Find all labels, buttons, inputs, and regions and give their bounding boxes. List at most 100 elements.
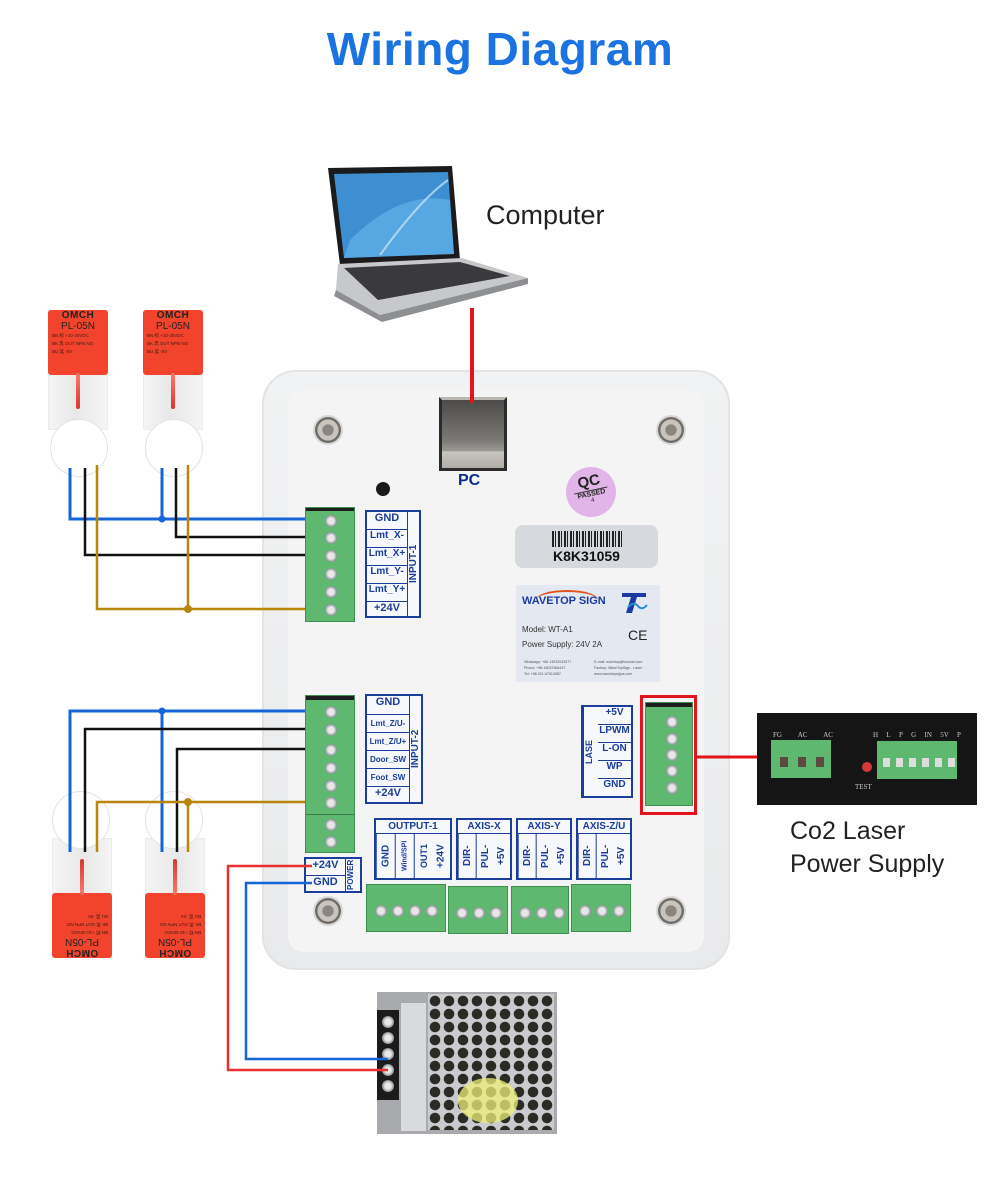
pin-label: Door_SW [367, 751, 410, 769]
pin-label: WP [598, 761, 631, 779]
pin-label: DIR- [518, 834, 536, 878]
terminal-screw [666, 749, 678, 761]
test-label: TEST [855, 783, 872, 791]
screw-icon [315, 417, 341, 443]
terminal-screw [325, 836, 337, 848]
sensor-head: OMCH PL-05N BN 棕 +10-30VDC BK 黑 OUT NPN … [143, 310, 203, 375]
power-pin-labels: +24V GND POWER [304, 857, 362, 893]
terminal-screw [382, 1048, 394, 1060]
terminal-screw [325, 532, 337, 544]
pin-label: PUL- [595, 834, 614, 878]
ce-mark: CE [628, 627, 648, 643]
pin-label: +24V [367, 787, 410, 802]
terminal-screw [325, 586, 337, 598]
output-axis-labels: OUTPUT-1 GND Wind/SPI OUT1 +24V AXIS-X D… [374, 818, 632, 880]
laser-port-highlight [640, 695, 697, 815]
input2-title: INPUT-2 [410, 729, 421, 769]
terminal-screw [666, 733, 678, 745]
pin-label: LPWM [598, 725, 631, 743]
input1-terminal-block[interactable] [305, 507, 355, 622]
cable-detail-icon [145, 419, 203, 477]
pin-label: OUT1 [413, 834, 433, 878]
pin-label: Lmt_X+ [367, 548, 408, 566]
terminal-screw [409, 905, 421, 917]
terminal-screw [426, 905, 438, 917]
pin-label: +5V [598, 707, 631, 725]
power-supply-text: Power Supply: 24V 2A [522, 640, 603, 649]
pin-label: L-ON [598, 743, 631, 761]
pin-label: DIR- [578, 834, 596, 878]
input1-pin-labels: GND Lmt_X- Lmt_X+ Lmt_Y- Lmt_Y+ +24V INP… [365, 510, 421, 618]
terminal-screw [596, 905, 608, 917]
cable-detail-icon [50, 419, 108, 477]
pin-label: AXIS-X [458, 820, 510, 834]
input2-terminal-block[interactable] [305, 695, 355, 853]
terminal-screw [382, 1016, 394, 1028]
junction-dot [158, 515, 166, 523]
terminal-screw [325, 797, 337, 809]
laser-title: LASE [583, 707, 598, 796]
pin-label: AXIS-Y [518, 820, 570, 834]
output1-terminal-block[interactable] [366, 884, 446, 932]
terminal-screw [325, 744, 337, 756]
proximity-sensor-1: OMCH PL-05N BN 棕 +10-30VDC BK 黑 OUT NPN … [48, 303, 108, 477]
pin-label: Lmt_X- [367, 530, 408, 548]
pin-label: +5V [496, 846, 508, 866]
pin-label: PUL- [535, 834, 554, 878]
pin-label: Lmt_Y- [367, 566, 408, 584]
indicator-hole [376, 482, 390, 496]
pin-label: AXIS-Z/U [578, 820, 630, 834]
usb-port[interactable] [439, 397, 507, 471]
serial-label: K8K31059 [515, 525, 658, 568]
input2-pin-labels: GND Lmt_Z/U- Lmt_Z/U+ Door_SW Foot_SW +2… [365, 694, 423, 804]
psu-label-plate [401, 1003, 426, 1131]
axis-zu-terminal-block[interactable] [571, 884, 631, 932]
sensor-head: OMCH PL-05N BN 棕 +10-30VDC BK 黑 OUT NPN … [52, 893, 112, 958]
terminal-screw [456, 907, 468, 919]
terminal-screw [579, 905, 591, 917]
axis-x-terminal-block[interactable] [448, 886, 508, 934]
brand-swoosh-icon [536, 590, 598, 610]
pin-label: PUL- [475, 834, 494, 878]
pc-port-label: PC [458, 472, 481, 489]
terminal-screw [325, 724, 337, 736]
pin-label: Foot_SW [367, 769, 410, 787]
test-button[interactable] [862, 762, 872, 772]
pin-label: Lmt_Z/U- [367, 715, 410, 733]
axis-y-labels: AXIS-Y DIR- PUL- +5V [516, 818, 572, 880]
nameplate: WAVETOP SIGN Model: WT-A1 Power Supply: … [516, 585, 660, 682]
terminal-screw [473, 907, 485, 919]
pin-label: Lmt_Z/U+ [367, 733, 410, 751]
signal-terminal [877, 741, 957, 779]
pin-label: +24V [306, 859, 346, 876]
terminal-screw [375, 905, 387, 917]
pin-label: +5V [616, 846, 628, 866]
screw-icon [315, 898, 341, 924]
pin-label: GND [367, 512, 408, 530]
pin-label: GND [603, 779, 626, 790]
model-text: Model: WT-A1 [522, 625, 573, 634]
proximity-sensor-2: OMCH PL-05N BN 棕 +10-30VDC BK 黑 OUT NPN … [143, 303, 203, 477]
cable-detail-icon [52, 791, 110, 849]
page-title: Wiring Diagram [326, 23, 674, 75]
sensor-head: OMCH PL-05N BN 棕 +10-30VDC BK 黑 OUT NPN … [48, 310, 108, 375]
sensor-head: OMCH PL-05N BN 棕 +10-30VDC BK 黑 OUT NPN … [145, 893, 205, 958]
laptop-icon [328, 166, 528, 322]
terminal-screw [325, 568, 337, 580]
proximity-sensor-3: OMCH PL-05N BN 棕 +10-30VDC BK 黑 OUT NPN … [52, 791, 112, 965]
laser-terminal-block[interactable] [645, 702, 693, 806]
terminal-screw [382, 1080, 394, 1092]
terminal-screw [325, 762, 337, 774]
pin-label: GND [367, 696, 410, 715]
power-title: POWER [346, 859, 355, 891]
terminal-screw [325, 819, 337, 831]
output1-labels: OUTPUT-1 GND Wind/SPI OUT1 +24V [374, 818, 452, 880]
terminal-screw [325, 780, 337, 792]
computer-label: Computer [486, 200, 605, 230]
terminal-screw [382, 1032, 394, 1044]
psu-terminal-block[interactable] [377, 1010, 399, 1100]
contact-info-left: Whatsapp: +86 13032042577 Phone: +86 180… [524, 660, 572, 676]
terminal-screw [325, 550, 337, 562]
axis-y-terminal-block[interactable] [511, 886, 569, 934]
